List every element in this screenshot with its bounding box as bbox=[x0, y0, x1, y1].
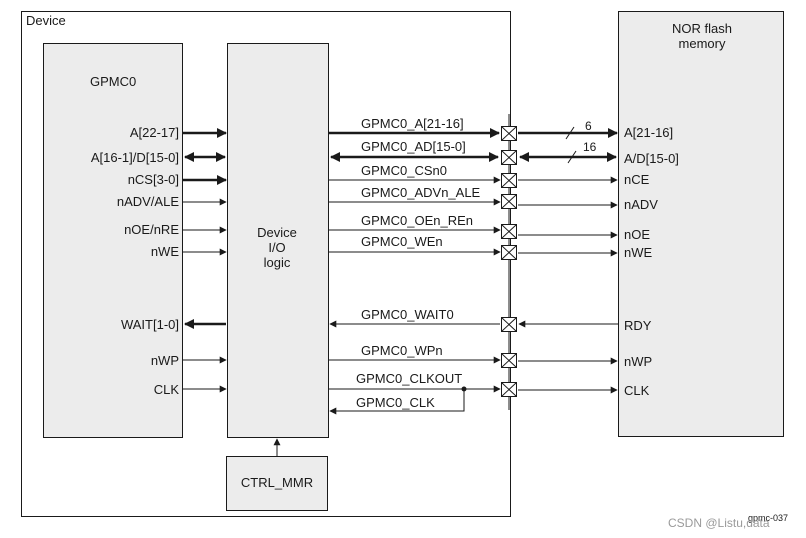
nor-pin-nce: nCE bbox=[624, 172, 650, 187]
gpmc0-block bbox=[43, 43, 183, 438]
watermark: CSDN @Listu,data bbox=[668, 516, 770, 530]
io-logic-label-line2: I/O bbox=[268, 240, 285, 255]
bus-slash-addr bbox=[565, 126, 575, 140]
gpmc-pin-nwp: nWP bbox=[151, 353, 179, 368]
signal-wpn: GPMC0_WPn bbox=[361, 343, 443, 358]
nor-flash-block bbox=[618, 11, 784, 437]
clk-junction-dot bbox=[461, 386, 467, 392]
pad-ad15-0 bbox=[501, 150, 517, 165]
nor-flash-title-line2: memory bbox=[679, 36, 726, 51]
io-logic-label-line1: Device bbox=[257, 225, 297, 240]
pad-wait0 bbox=[501, 317, 517, 332]
signal-wait0: GPMC0_WAIT0 bbox=[361, 307, 454, 322]
gpmc-pin-ncs: nCS[3-0] bbox=[128, 172, 179, 187]
io-logic-block bbox=[227, 43, 329, 438]
gpmc-pin-wait: WAIT[1-0] bbox=[121, 317, 179, 332]
gpmc-pin-nwe: nWE bbox=[151, 244, 180, 259]
pad-wen bbox=[501, 245, 517, 260]
pad-csn0 bbox=[501, 173, 517, 188]
nor-pin-noe: nOE bbox=[624, 227, 650, 242]
nor-flash-title-line1: NOR flash bbox=[672, 21, 732, 36]
nor-pin-clk: CLK bbox=[624, 383, 650, 398]
pad-oen-ren bbox=[501, 224, 517, 239]
nor-pin-ad15-0: A/D[15-0] bbox=[624, 151, 679, 166]
gpmc-pin-noe-nre: nOE/nRE bbox=[124, 222, 179, 237]
signal-a21-16: GPMC0_A[21-16] bbox=[361, 116, 464, 131]
io-logic-label-line3: logic bbox=[264, 255, 291, 270]
figure-id: gpmc-037 bbox=[748, 513, 788, 523]
signal-csn0: GPMC0_CSn0 bbox=[361, 163, 447, 178]
gpmc-pin-clk: CLK bbox=[154, 382, 180, 397]
gpmc-pin-nadv-ale: nADV/ALE bbox=[117, 194, 179, 209]
nor-pin-a21-16: A[21-16] bbox=[624, 125, 673, 140]
signal-clk: GPMC0_CLK bbox=[356, 395, 435, 410]
signal-oen-ren: GPMC0_OEn_REn bbox=[361, 213, 473, 228]
device-label: Device bbox=[26, 13, 66, 28]
signal-advn-ale: GPMC0_ADVn_ALE bbox=[361, 185, 481, 200]
ctrl-mmr-block bbox=[226, 456, 328, 511]
ctrl-mmr-label: CTRL_MMR bbox=[241, 475, 313, 490]
device-frame bbox=[21, 11, 511, 517]
bus-slash-data bbox=[567, 150, 577, 164]
nor-pin-rdy: RDY bbox=[624, 318, 652, 333]
signal-clkout: GPMC0_CLKOUT bbox=[356, 371, 462, 386]
bus-width-addr: 6 bbox=[585, 119, 592, 133]
pad-advn-ale bbox=[501, 194, 517, 209]
signal-wen: GPMC0_WEn bbox=[361, 234, 443, 249]
pad-a21-16 bbox=[501, 126, 517, 141]
bus-width-data: 16 bbox=[583, 140, 597, 154]
pad-wpn bbox=[501, 353, 517, 368]
gpmc0-title: GPMC0 bbox=[90, 74, 136, 89]
nor-pin-nwp: nWP bbox=[624, 354, 652, 369]
nor-pin-nwe: nWE bbox=[624, 245, 653, 260]
wire-clk-loopback bbox=[329, 389, 465, 415]
pad-clkout bbox=[501, 382, 517, 397]
gpmc-pin-a16-1-d15-0: A[16-1]/D[15-0] bbox=[91, 150, 179, 165]
nor-pin-nadv: nADV bbox=[624, 197, 658, 212]
gpmc-pin-a22-17: A[22-17] bbox=[130, 125, 179, 140]
signal-ad15-0: GPMC0_AD[15-0] bbox=[361, 139, 466, 154]
